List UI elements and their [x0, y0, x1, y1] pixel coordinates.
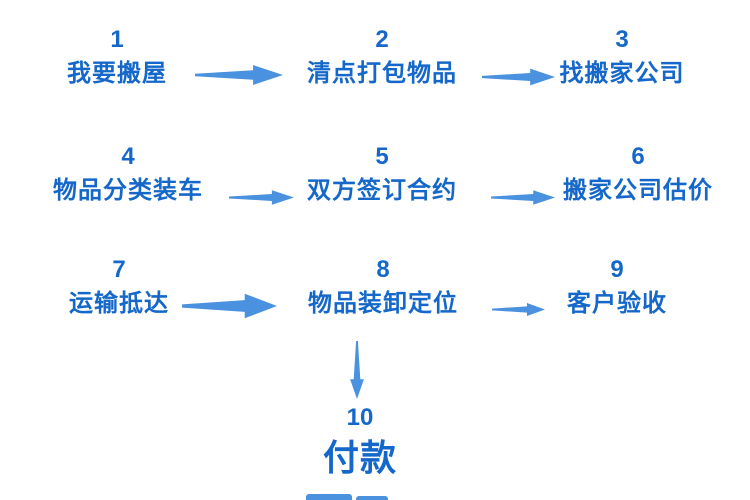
step-6: 6 搬家公司估价 — [528, 143, 748, 206]
step-9: 9 客户验收 — [507, 256, 727, 319]
step-number: 8 — [376, 256, 390, 283]
step-label: 物品装卸定位 — [308, 290, 458, 317]
step-label: 我要搬屋 — [67, 60, 167, 87]
step-8: 8 物品装卸定位 — [273, 256, 493, 319]
step-4: 4 物品分类装车 — [18, 143, 238, 206]
step-3: 3 找搬家公司 — [512, 26, 732, 89]
cutoff-content-fragment — [356, 496, 388, 500]
step-number: 3 — [615, 26, 629, 53]
step-label: 搬家公司估价 — [563, 177, 713, 204]
arrow-right-icon — [491, 188, 555, 207]
arrow-right-icon — [229, 188, 294, 207]
arrow-right-icon — [492, 301, 545, 318]
arrow-right-icon — [482, 66, 555, 88]
arrow-right-icon — [195, 62, 283, 88]
step-label: 物品分类装车 — [53, 177, 203, 204]
step-label: 运输抵达 — [69, 290, 169, 317]
step-label: 双方签订合约 — [307, 177, 457, 204]
arrow-down-icon — [348, 341, 366, 399]
step-number: 7 — [112, 256, 126, 283]
step-number: 9 — [610, 256, 624, 283]
step-5: 5 双方签订合约 — [272, 143, 492, 206]
step-label: 付款 — [322, 437, 397, 478]
step-number: 6 — [631, 143, 645, 170]
arrow-right-icon — [182, 290, 277, 322]
step-2: 2 清点打包物品 — [272, 26, 492, 89]
step-number: 10 — [346, 404, 374, 431]
step-10: 10 付款 — [250, 404, 470, 479]
step-number: 1 — [110, 26, 124, 53]
step-label: 找搬家公司 — [559, 60, 685, 87]
step-7: 7 运输抵达 — [9, 256, 229, 319]
step-label: 客户验收 — [567, 290, 667, 317]
step-number: 5 — [375, 143, 389, 170]
step-label: 清点打包物品 — [307, 60, 457, 87]
step-number: 4 — [121, 143, 135, 170]
step-number: 2 — [375, 26, 389, 53]
cutoff-content-fragment — [306, 494, 352, 500]
step-1: 1 我要搬屋 — [7, 26, 227, 89]
